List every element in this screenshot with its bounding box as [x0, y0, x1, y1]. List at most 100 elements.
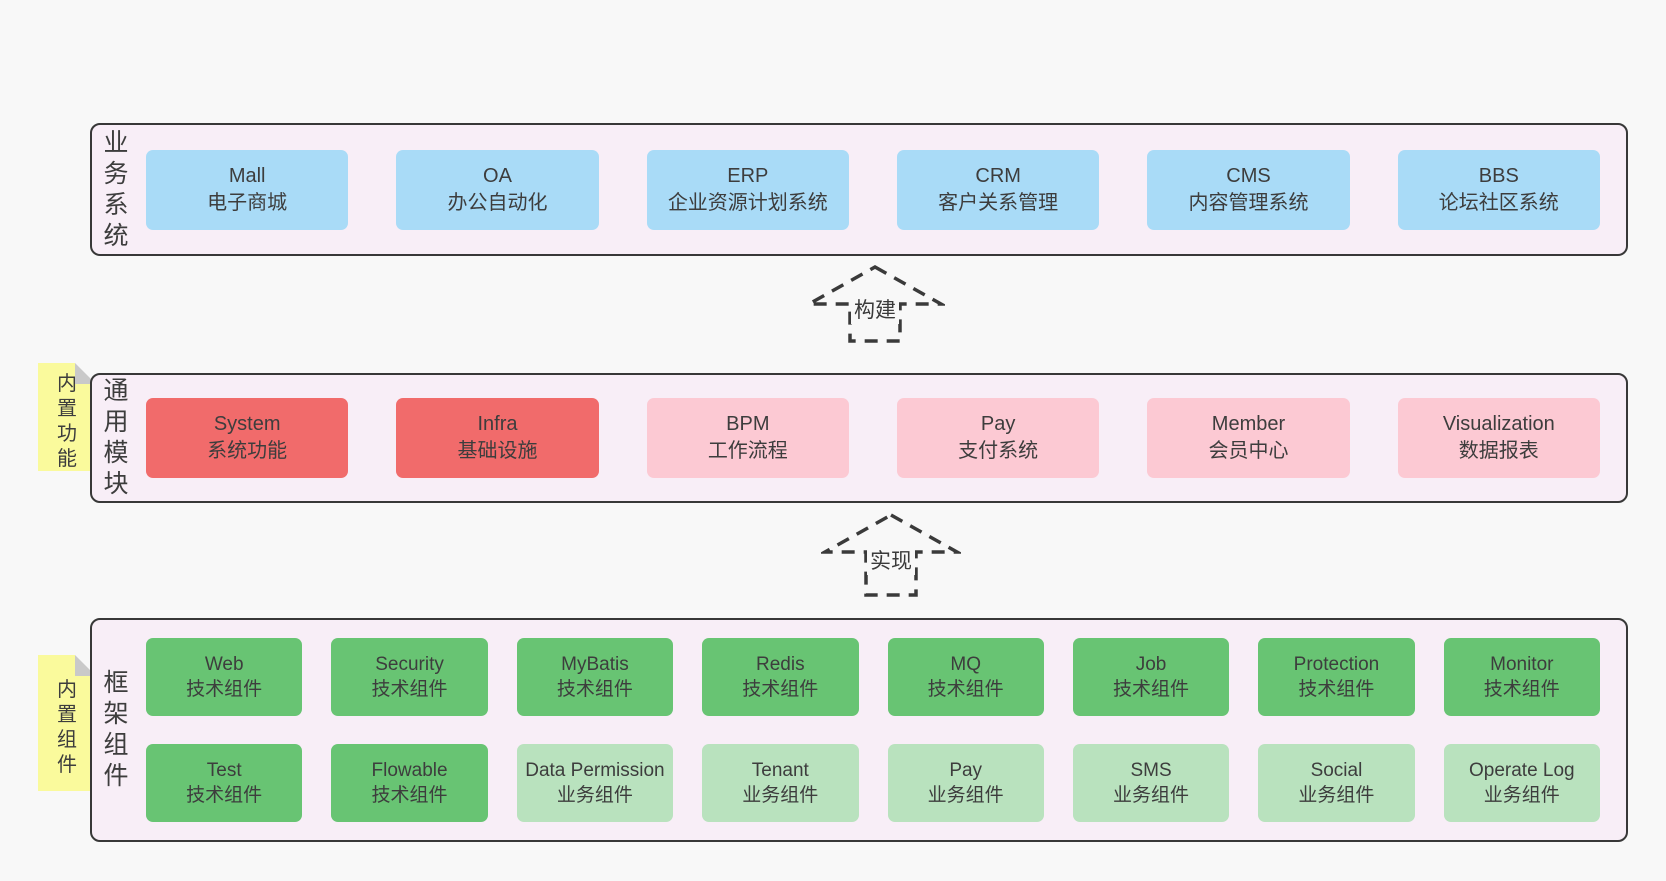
- box-name: SMS: [1130, 760, 1172, 781]
- box-name: Operate Log: [1468, 760, 1575, 781]
- box-cms: CMS 内容管理系统: [1147, 149, 1350, 230]
- box-name: Pay: [949, 760, 983, 781]
- box-sms: SMS 业务组件: [1072, 744, 1230, 822]
- box-subtitle: 客户关系管理: [938, 191, 1059, 214]
- box-name: Test: [206, 760, 242, 781]
- layer-business-systems: 业务系统 Mall 电子商城 OA 办公自动化 ERP 企业资源计划系统 CRM…: [90, 123, 1628, 256]
- box-subtitle: 技术组件: [186, 785, 263, 806]
- box-infra: Infra 基础设施: [396, 398, 599, 478]
- box-subtitle: 业务组件: [1113, 785, 1190, 806]
- box-subtitle: 技术组件: [371, 785, 448, 806]
- box-protection: Protection 技术组件: [1258, 638, 1415, 716]
- box-name: Security: [375, 654, 444, 675]
- box-subtitle: 业务组件: [1298, 785, 1375, 806]
- box-subtitle: 业务组件: [742, 785, 819, 806]
- box-pay-module: Pay 支付系统: [896, 398, 1100, 478]
- box-subtitle: 内容管理系统: [1188, 191, 1309, 214]
- box-visualization: Visualization 数据报表: [1397, 398, 1600, 478]
- layer-framework-components: 框架组件 Web 技术组件 Security 技术组件 MyBatis 技术组件…: [90, 618, 1628, 842]
- box-security: Security 技术组件: [331, 638, 488, 716]
- box-social: Social 业务组件: [1258, 744, 1415, 822]
- box-name: Tenant: [751, 760, 809, 781]
- box-name: CRM: [975, 164, 1021, 187]
- box-oa: OA 办公自动化: [396, 149, 599, 230]
- box-mall: Mall 电子商城: [146, 149, 349, 230]
- box-subtitle: 基础设施: [457, 440, 538, 462]
- layer-body: Web 技术组件 Security 技术组件 MyBatis 技术组件 Redi…: [140, 620, 1626, 840]
- dashed-arrow-build: 构建: [805, 264, 945, 344]
- sticky-note-builtin-features: 内置功能: [38, 363, 96, 471]
- box-erp: ERP 企业资源计划系统: [646, 149, 849, 230]
- box-subtitle: 业务组件: [556, 785, 633, 806]
- box-bbs: BBS 论坛社区系统: [1397, 149, 1600, 230]
- box-system: System 系统功能: [146, 398, 349, 478]
- box-name: Mall: [228, 164, 266, 187]
- box-bpm: BPM 工作流程: [646, 398, 849, 478]
- box-flowable: Flowable 技术组件: [331, 744, 488, 822]
- layer-title: 业务系统: [103, 128, 129, 250]
- box-name: BPM: [726, 413, 770, 435]
- box-monitor: Monitor 技术组件: [1443, 638, 1600, 716]
- box-name: MQ: [950, 654, 981, 675]
- box-name: Pay: [980, 413, 1016, 435]
- layer-common-modules: 通用模块 System 系统功能 Infra 基础设施 BPM 工作流程 Pay…: [90, 373, 1628, 503]
- box-name: Job: [1135, 654, 1167, 675]
- box-subtitle: 技术组件: [371, 679, 448, 700]
- box-subtitle: 业务组件: [1483, 785, 1560, 806]
- box-subtitle: 系统功能: [207, 440, 288, 462]
- box-subtitle: 电子商城: [207, 191, 288, 214]
- box-subtitle: 论坛社区系统: [1438, 191, 1559, 214]
- box-name: Monitor: [1490, 654, 1554, 675]
- box-test: Test 技术组件: [146, 744, 303, 822]
- box-operate-log: Operate Log 业务组件: [1443, 744, 1600, 822]
- box-subtitle: 技术组件: [1483, 679, 1560, 700]
- box-subtitle: 办公自动化: [447, 191, 548, 214]
- box-row: Test 技术组件 Flowable 技术组件 Data Permission …: [146, 744, 1600, 822]
- box-subtitle: 技术组件: [742, 679, 819, 700]
- box-name: Member: [1211, 413, 1286, 435]
- box-name: Flowable: [371, 760, 448, 781]
- box-name: Data Permission: [525, 760, 665, 781]
- box-name: Social: [1310, 760, 1363, 781]
- box-name: Web: [204, 654, 244, 675]
- box-subtitle: 技术组件: [186, 679, 263, 700]
- box-subtitle: 业务组件: [927, 785, 1004, 806]
- box-pay-component: Pay 业务组件: [887, 744, 1044, 822]
- sticky-note-label: 内置功能: [57, 373, 77, 470]
- box-redis: Redis 技术组件: [702, 638, 859, 716]
- layer-body: Mall 电子商城 OA 办公自动化 ERP 企业资源计划系统 CRM 客户关系…: [140, 125, 1626, 254]
- sticky-note-builtin-components: 内置组件: [38, 655, 96, 791]
- box-subtitle: 支付系统: [958, 440, 1039, 462]
- up-arrow-icon: [821, 512, 961, 597]
- box-name: System: [213, 413, 281, 435]
- dashed-arrow-implement: 实现: [821, 512, 961, 598]
- box-subtitle: 工作流程: [707, 440, 788, 462]
- box-name: Protection: [1293, 654, 1380, 675]
- box-name: MyBatis: [561, 654, 629, 675]
- sticky-note-label: 内置组件: [57, 679, 77, 776]
- box-name: BBS: [1478, 164, 1519, 187]
- box-tenant: Tenant 业务组件: [702, 744, 859, 822]
- box-subtitle: 数据报表: [1458, 440, 1539, 462]
- box-name: ERP: [727, 164, 769, 187]
- box-row: Mall 电子商城 OA 办公自动化 ERP 企业资源计划系统 CRM 客户关系…: [146, 149, 1600, 230]
- box-web: Web 技术组件: [146, 638, 303, 716]
- box-name: Infra: [477, 413, 518, 435]
- box-mybatis: MyBatis 技术组件: [516, 638, 674, 716]
- box-row: System 系统功能 Infra 基础设施 BPM 工作流程 Pay 支付系统…: [146, 398, 1600, 478]
- box-data-permission: Data Permission 业务组件: [516, 744, 674, 822]
- layer-title: 通用模块: [103, 377, 129, 498]
- box-name: Visualization: [1442, 413, 1555, 435]
- box-mq: MQ 技术组件: [887, 638, 1044, 716]
- box-crm: CRM 客户关系管理: [896, 149, 1100, 230]
- box-name: Redis: [756, 654, 805, 675]
- box-name: CMS: [1226, 164, 1271, 187]
- box-subtitle: 企业资源计划系统: [667, 191, 828, 214]
- box-subtitle: 技术组件: [1298, 679, 1375, 700]
- layer-body: System 系统功能 Infra 基础设施 BPM 工作流程 Pay 支付系统…: [140, 375, 1626, 501]
- box-subtitle: 技术组件: [1113, 679, 1190, 700]
- box-subtitle: 会员中心: [1208, 440, 1289, 462]
- box-subtitle: 技术组件: [927, 679, 1004, 700]
- arrow-label: 实现: [867, 544, 915, 575]
- box-subtitle: 技术组件: [556, 679, 633, 700]
